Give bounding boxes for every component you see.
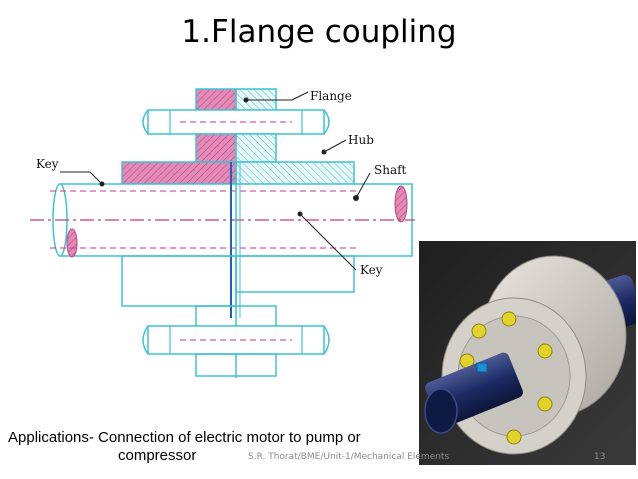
label-key-left: Key [36,157,59,171]
applications-line-2: compressor [118,447,197,464]
applications-line-1: Applications- Connection of electric mot… [8,429,361,446]
upper-hub-left [195,133,237,163]
left-hub-bottom [121,255,237,307]
slide-title: 1.Flange coupling [181,14,457,50]
slide-footer: S.R. Thorat/BME/Unit-1/Mechanical Elemen… [248,452,450,462]
label-shaft: Shaft [374,163,407,177]
left-hub-top [121,161,237,185]
right-hub-bottom [235,255,355,293]
flange-coupling-photo [419,241,636,465]
upper-hub-right [235,133,277,163]
label-key-right: Key [360,263,383,277]
flange-coupling-diagram: Flange Hub Key Shaft Key [30,88,415,378]
lower-bolt [147,325,325,355]
label-flange: Flange [310,89,352,103]
page-number: 13 [594,452,606,462]
label-hub: Hub [348,133,374,147]
